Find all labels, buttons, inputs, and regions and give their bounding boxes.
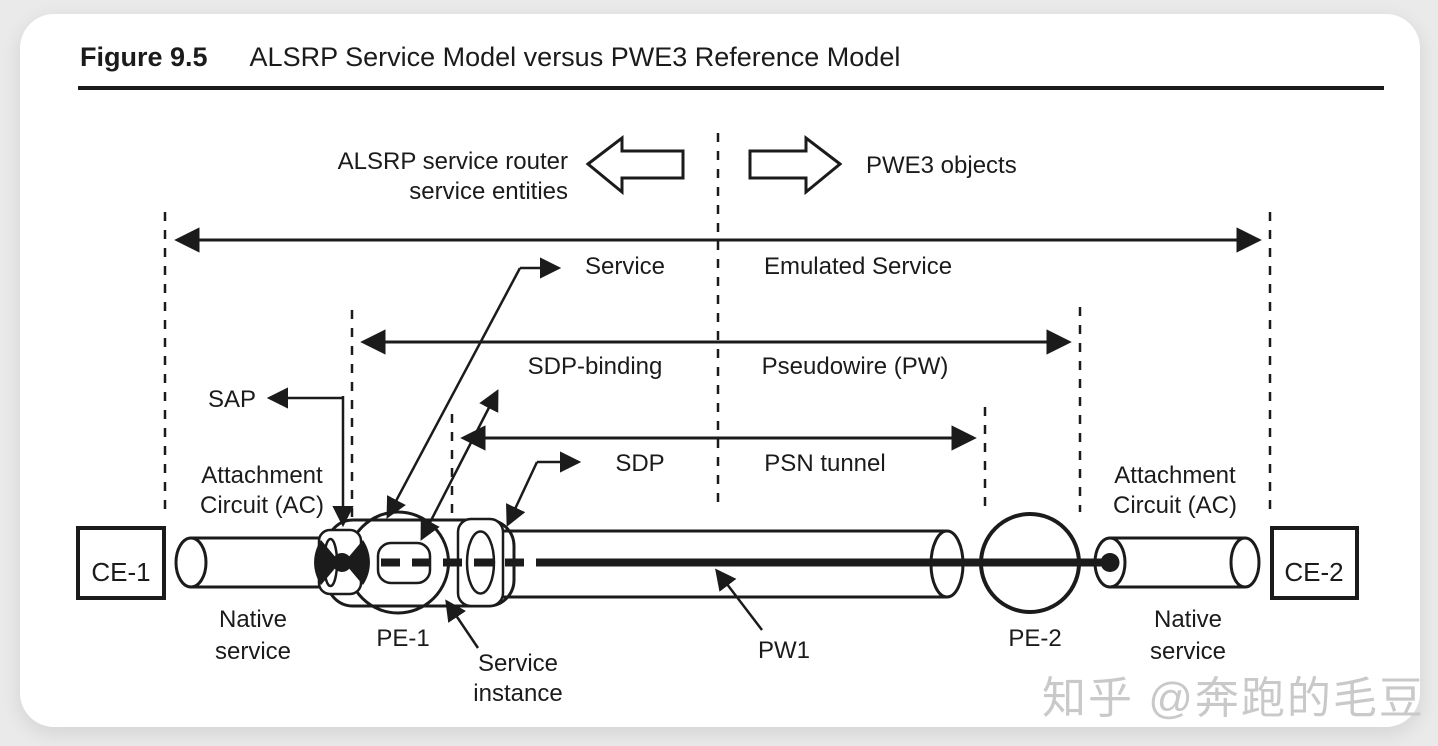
right-native-service-line2: service — [1150, 638, 1226, 665]
right-attachment-label-line2: Circuit (AC) — [1113, 492, 1237, 519]
right-attachment-circuit-cylinder — [1093, 536, 1261, 589]
pw1-callout-arrow — [715, 568, 763, 631]
left-attachment-circuit-cylinder — [174, 536, 330, 589]
service-span-label: Service — [585, 253, 665, 280]
ce2-node — [1270, 526, 1359, 600]
service-instance-callout-arrow — [445, 599, 480, 649]
left-block-arrow-icon — [585, 134, 685, 196]
left-native-service-line1: Native — [219, 606, 287, 633]
pe2-endpoint-dot — [1100, 553, 1120, 572]
pwe3-legend: PWE3 objects — [866, 152, 1017, 179]
scope-delimiter-lines — [163, 133, 1272, 519]
alsrp-legend-line2: service entities — [409, 178, 568, 205]
sdp-callout-diagonal — [506, 461, 539, 527]
service-instance-label-line1: Service — [478, 650, 558, 677]
callout-arrows — [266, 257, 763, 649]
legend-block-arrows — [585, 134, 843, 196]
figure-card — [20, 14, 1420, 727]
figure-title: ALSRP Service Model versus PWE3 Referenc… — [249, 42, 901, 72]
diagram-labels: ALSRP service router service entities PW… — [91, 148, 1343, 707]
service-callout-diagonal — [386, 267, 522, 519]
emulated-service-span-label: Emulated Service — [764, 253, 952, 280]
ce2-label: CE-2 — [1284, 557, 1343, 587]
ce1-node — [76, 526, 166, 600]
right-cylinder-right-endcap — [1229, 536, 1261, 589]
left-native-service-line2: service — [215, 638, 291, 665]
psn-tunnel-span-label: PSN tunnel — [764, 450, 885, 477]
title-divider — [78, 86, 1384, 90]
ce1-label: CE-1 — [91, 557, 150, 587]
sdp-binding-span-label: SDP-binding — [528, 353, 663, 380]
sap-wing-left — [314, 540, 340, 585]
sap-endpoint-dot — [332, 553, 352, 572]
pe2-label: PE-2 — [1008, 625, 1061, 652]
pe1-label: PE-1 — [376, 625, 429, 652]
right-block-arrow-icon — [748, 134, 843, 196]
pseudowire-line — [314, 540, 1120, 585]
left-attachment-label-line2: Circuit (AC) — [200, 492, 324, 519]
service-instance-label-line2: instance — [473, 680, 562, 707]
watermark: 知乎 @奔跑的毛豆 — [1042, 674, 1425, 723]
figure-header: Figure 9.5 ALSRP Service Model versus PW… — [80, 42, 900, 73]
sdp-binding-callout-arrow — [420, 389, 499, 541]
pseudowire-span-label: Pseudowire (PW) — [762, 353, 949, 380]
sap-wing-right — [344, 540, 370, 585]
sdp-span-label: SDP — [615, 450, 664, 477]
right-native-service-line1: Native — [1154, 606, 1222, 633]
right-attachment-label-line1: Attachment — [1114, 462, 1236, 489]
pw1-label: PW1 — [758, 637, 810, 664]
left-cylinder-endcap — [174, 536, 208, 589]
figure-number: Figure 9.5 — [80, 42, 208, 72]
left-attachment-label-line1: Attachment — [201, 462, 323, 489]
sap-label: SAP — [208, 386, 256, 413]
alsrp-legend-line1: ALSRP service router — [338, 148, 568, 175]
